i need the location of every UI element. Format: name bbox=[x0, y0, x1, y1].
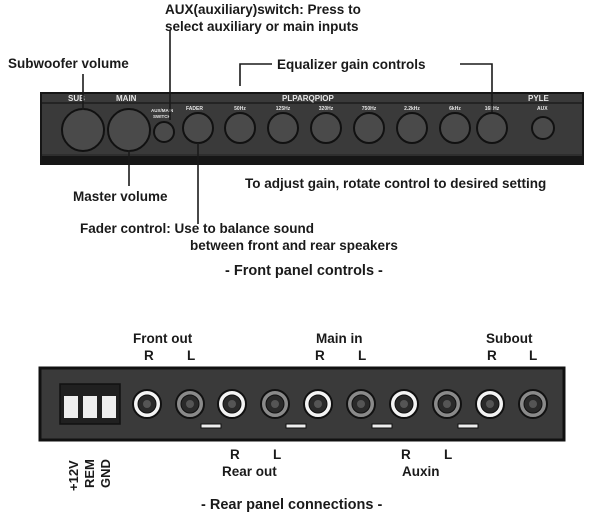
eq-band-label-5: 2.2kHz bbox=[404, 106, 420, 112]
aux-switch-button[interactable] bbox=[153, 121, 175, 143]
eq-knob-2[interactable] bbox=[267, 112, 299, 144]
eq-knob-6[interactable] bbox=[439, 112, 471, 144]
main-in-l-jack-pin bbox=[357, 400, 365, 408]
rca-link-dash-3 bbox=[371, 423, 393, 429]
auxin-l-jack[interactable] bbox=[432, 389, 462, 419]
auxin-label: Auxin bbox=[402, 464, 440, 479]
front-panel: SUB MAIN PLPARQPIOP PYLE AUX/MAIN SWITCH… bbox=[40, 92, 584, 165]
auxin-r-jack-pin bbox=[400, 400, 408, 408]
front-out-l: L bbox=[187, 348, 196, 363]
pin-label-rem: REM bbox=[82, 459, 97, 488]
front-out-r-jack[interactable] bbox=[132, 389, 162, 419]
auxin-l: L bbox=[444, 447, 453, 462]
subout-l: L bbox=[529, 348, 538, 363]
subout-label: Subout bbox=[486, 331, 533, 346]
eq-knob-3[interactable] bbox=[310, 112, 342, 144]
pin-label-gnd: GND bbox=[98, 459, 113, 488]
eq-knobs bbox=[224, 112, 508, 144]
fader-label-1: Fader control: Use to balance sound bbox=[80, 221, 315, 236]
rca-link-dashes bbox=[200, 423, 479, 429]
panel-main-text: MAIN bbox=[116, 94, 137, 103]
rear-out-l-jack-pin bbox=[271, 400, 279, 408]
main-in-r-jack-pin bbox=[314, 400, 322, 408]
auxin-r-jack[interactable] bbox=[389, 389, 419, 419]
rca-link-dash-2 bbox=[285, 423, 307, 429]
master-volume-label: Master volume bbox=[73, 189, 168, 204]
main-in-r-jack[interactable] bbox=[303, 389, 333, 419]
eq-band-label-1: 50Hz bbox=[234, 106, 246, 112]
rear-out-r-jack-pin bbox=[228, 400, 236, 408]
rear-out-l-jack[interactable] bbox=[260, 389, 290, 419]
subout-l-jack[interactable] bbox=[518, 389, 548, 419]
rca-link-dash-4 bbox=[457, 423, 479, 429]
subout-l-jack-pin bbox=[529, 400, 537, 408]
eq-knob-4[interactable] bbox=[353, 112, 385, 144]
rear-out-l: L bbox=[273, 447, 282, 462]
panel-sub-text: SUB bbox=[68, 94, 85, 103]
main-in-label: Main in bbox=[316, 331, 363, 346]
rear-panel bbox=[38, 366, 566, 442]
adjust-gain-label: To adjust gain, rotate control to desire… bbox=[245, 176, 547, 191]
subout-r-jack-pin bbox=[486, 400, 494, 408]
front-out-l-jack[interactable] bbox=[175, 389, 205, 419]
power-pin-gnd bbox=[102, 396, 116, 418]
main-in-r: R bbox=[315, 348, 325, 363]
eq-band-label-4: 750Hz bbox=[362, 106, 377, 112]
eq-band-label-6: 6kHz bbox=[449, 106, 461, 112]
rear-out-label: Rear out bbox=[222, 464, 277, 479]
front-callout-lines bbox=[82, 30, 493, 224]
rca-link-dash-1 bbox=[200, 423, 222, 429]
subout-r-jack[interactable] bbox=[475, 389, 505, 419]
front-caption: - Front panel controls - bbox=[225, 263, 383, 279]
eq-callout-right bbox=[460, 63, 493, 112]
front-out-r-jack-pin bbox=[143, 400, 151, 408]
main-in-l-jack[interactable] bbox=[346, 389, 376, 419]
front-out-l-jack-pin bbox=[186, 400, 194, 408]
power-pin-rem bbox=[83, 396, 97, 418]
subwoofer-volume-label: Subwoofer volume bbox=[8, 56, 129, 71]
pin-label-gnd-wrap: GND bbox=[98, 447, 114, 491]
eq-knob-5[interactable] bbox=[396, 112, 428, 144]
auxin-l-jack-pin bbox=[443, 400, 451, 408]
panel-aux-switch-text: AUX/MAIN bbox=[151, 108, 173, 113]
aux-input-jack[interactable] bbox=[531, 116, 555, 140]
rear-out-r-jack[interactable] bbox=[217, 389, 247, 419]
rca-jacks bbox=[132, 389, 548, 419]
fader-knob[interactable] bbox=[182, 112, 214, 144]
eq-band-label-3: 320Hz bbox=[319, 106, 334, 112]
panel-aux-text: AUX bbox=[537, 106, 548, 112]
panel-aux-switch-text-2: SWITCH bbox=[153, 114, 171, 119]
pin-label-12v-wrap: +12V bbox=[66, 447, 82, 491]
master-volume-knob[interactable] bbox=[107, 108, 151, 152]
pin-label-12v: +12V bbox=[66, 460, 81, 491]
aux-switch-label-2: select auxiliary or main inputs bbox=[165, 19, 359, 34]
panel-brand-text: PYLE bbox=[528, 94, 550, 103]
eq-knob-1[interactable] bbox=[224, 112, 256, 144]
rear-caption: - Rear panel connections - bbox=[201, 497, 383, 513]
subout-r: R bbox=[487, 348, 497, 363]
fader-label-2: between front and rear speakers bbox=[190, 238, 398, 253]
main-in-l: L bbox=[358, 348, 367, 363]
panel-fader-text: FADER bbox=[186, 106, 203, 112]
eq-band-label-2: 125Hz bbox=[276, 106, 291, 112]
subwoofer-volume-knob[interactable] bbox=[61, 108, 105, 152]
auxin-r: R bbox=[401, 447, 411, 462]
eq-gain-label: Equalizer gain controls bbox=[277, 57, 426, 72]
eq-callout-left bbox=[239, 63, 272, 86]
eq-knob-7[interactable] bbox=[476, 112, 508, 144]
front-out-label: Front out bbox=[133, 331, 193, 346]
pin-label-rem-wrap: REM bbox=[82, 447, 98, 491]
panel-model-text: PLPARQPIOP bbox=[282, 94, 335, 103]
rear-out-r: R bbox=[230, 447, 240, 462]
front-out-r: R bbox=[144, 348, 154, 363]
aux-switch-label-1: AUX(auxiliary)switch: Press to bbox=[165, 2, 361, 17]
power-pin-12v bbox=[64, 396, 78, 418]
